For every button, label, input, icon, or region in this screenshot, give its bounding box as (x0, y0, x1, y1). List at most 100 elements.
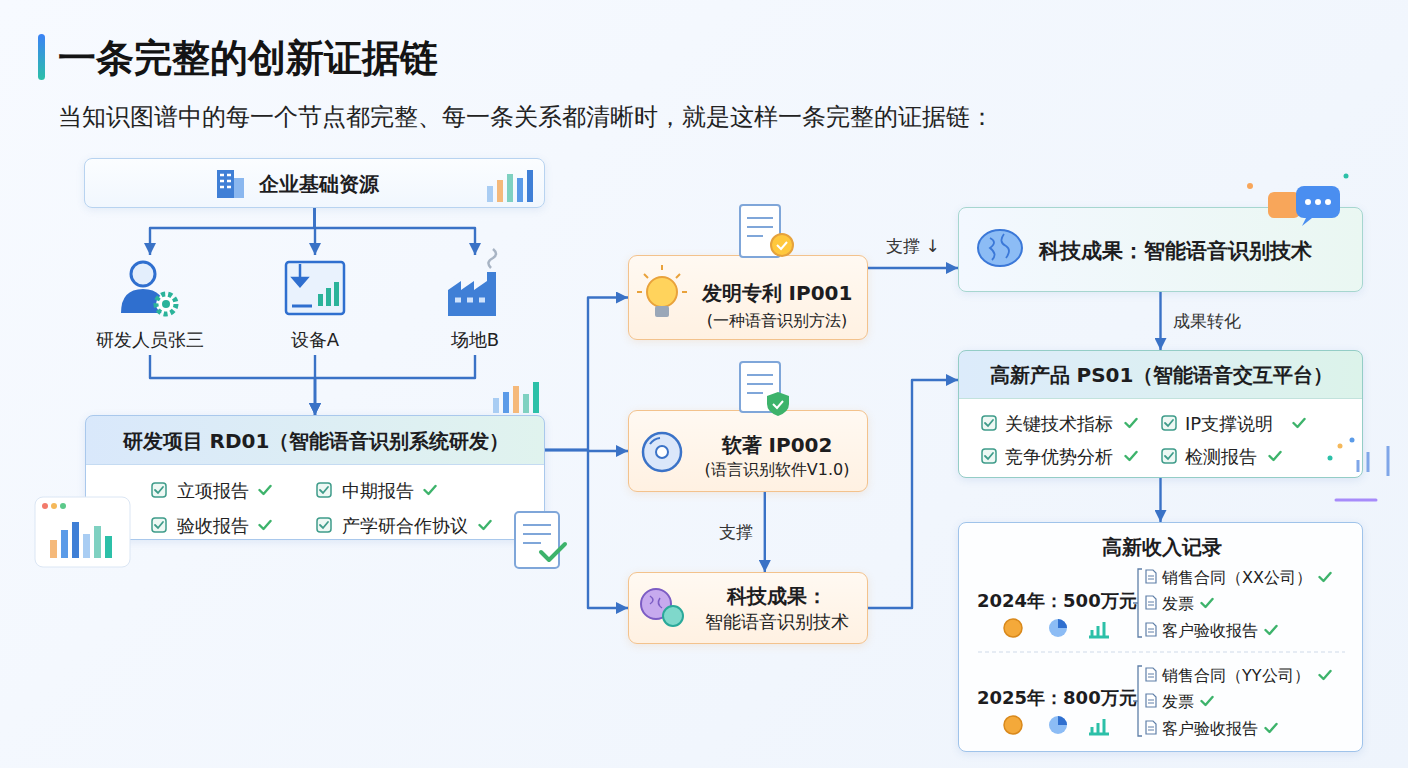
node-text: 立项报告 (177, 476, 277, 506)
connector-arrow (150, 208, 315, 255)
node-heading: 高新收入记录 (959, 532, 1364, 562)
deco-bar (61, 530, 68, 558)
connector-arrow (314, 355, 316, 415)
node-text: 销售合同（YY公司） (1162, 661, 1332, 691)
project-box: 研发项目 RD01（智能语音识别系统研发） 立项报告 中期报告验收报告 产学研合作协议 (85, 415, 545, 540)
factory-smoke (488, 249, 496, 268)
node-heading: 设备A (255, 325, 375, 355)
node-text: 发票 (1162, 589, 1332, 619)
page-title: 一条完整的创新证据链 (58, 34, 438, 82)
gear-hub (162, 300, 170, 308)
sparkle-dot (1247, 183, 1253, 189)
connector-arrow (545, 450, 628, 451)
connector-arrow (1159, 292, 1161, 350)
connector-arrow (150, 355, 315, 415)
node-text: IP支撑说明 (1185, 409, 1315, 439)
node-heading: 企业基础资源 (259, 169, 479, 199)
resource-icon-node: 研发人员张三 (90, 255, 210, 355)
equipment-bar (334, 282, 339, 306)
connector-arrow (868, 267, 958, 269)
document-icon (740, 362, 780, 412)
connector-arrow (1159, 478, 1161, 522)
deco-bar (523, 394, 529, 413)
seal-check (777, 242, 787, 249)
equipment-base (292, 305, 312, 308)
resource-icon-node: 设备A (255, 255, 375, 355)
chat-dot (1305, 199, 1311, 205)
node-text: (语言识别软件V1.0) (689, 455, 865, 485)
ip-box: 软著 IP002(语言识别软件V1.0) (628, 410, 868, 492)
node-text: 客户验收报告 (1162, 714, 1332, 744)
deco-lines (1336, 499, 1376, 502)
chat-dot (1315, 199, 1321, 205)
node-heading: 场地B (415, 325, 535, 355)
equipment-arm (293, 264, 307, 286)
deco-bar (533, 382, 539, 413)
node-text: 2025年：800万元 (977, 683, 1137, 713)
deco-bar (513, 386, 519, 413)
edge-label: 成果转化 (1173, 310, 1241, 332)
node-heading: 高新产品 PS01（智能语音交互平台） (959, 360, 1364, 390)
node-text: 客户验收报告 (1162, 616, 1332, 646)
connector-arrow (868, 380, 958, 608)
factory-icon (448, 272, 496, 316)
deco-bar (50, 540, 57, 558)
resource-box: 企业基础资源 (84, 158, 545, 208)
connector-arrow (545, 450, 628, 608)
connector-arrow (313, 208, 316, 255)
resource-icon-node: 场地B (415, 255, 535, 355)
node-text: 关键技术指标 (1005, 409, 1135, 439)
node-text: 检测报告 (1185, 442, 1315, 472)
document-check (541, 544, 565, 560)
product-box: 高新产品 PS01（智能语音交互平台） 关键技术指标 IP支撑说明竞争优势分析 检测报… (958, 350, 1363, 478)
node-text: 验收报告 (177, 511, 277, 541)
shield-check (773, 401, 783, 408)
node-text: 2024年：500万元 (977, 586, 1137, 616)
connector-arrow (315, 208, 476, 255)
node-heading: 软著 IP002 (689, 430, 865, 460)
deco-dot (51, 503, 57, 509)
deco-bar (493, 398, 499, 413)
node-text: 发票 (1162, 687, 1332, 717)
node-heading: 科技成果： (689, 581, 865, 611)
connector-arrow (764, 492, 766, 572)
deco-bar (503, 392, 509, 413)
node-text: 销售合同（XX公司） (1162, 563, 1332, 593)
document-icon (740, 205, 780, 257)
node-text: 竞争优势分析 (1005, 442, 1135, 472)
seal-badge (771, 234, 793, 256)
subtitle-text: 当知识图谱中的每一个节点都完整、每一条关系都清晰时，就是这样一条完整的证据链： (58, 102, 1378, 132)
chat-dot (1325, 199, 1331, 205)
title-accent (38, 34, 45, 80)
achievement-box: 科技成果：智能语音识别技术 (628, 572, 868, 644)
deco-dot (60, 503, 66, 509)
equipment-bar (318, 294, 323, 306)
node-heading: 研发人员张三 (80, 325, 220, 355)
node-heading: 科技成果：智能语音识别技术 (1039, 236, 1339, 266)
document-lines (747, 375, 773, 393)
achievement-box: 科技成果：智能语音识别技术 (958, 207, 1363, 292)
sparkle-dot (1344, 174, 1349, 179)
person-head (131, 262, 155, 286)
node-heading: 研发项目 RD01（智能语音识别系统研发） (86, 426, 546, 456)
ip-box: 发明专利 IP001(一种语音识别方法) (628, 255, 868, 340)
edge-label: 支撑 ↓ (886, 235, 940, 257)
equipment-icon (286, 262, 344, 314)
node-text: (一种语音识别方法) (689, 306, 865, 336)
connector-arrow (545, 298, 628, 451)
connector-arrow (315, 355, 475, 415)
node-heading: 发明专利 IP001 (689, 278, 865, 308)
edge-label: 支撑 (719, 521, 753, 543)
node-text: 智能语音识别技术 (689, 607, 865, 637)
person-body (121, 289, 165, 313)
factory-windows (455, 298, 485, 303)
node-text: 产学研合作协议 (342, 511, 492, 541)
deco-dot (42, 503, 48, 509)
equipment-bar (326, 288, 331, 306)
income-box: 高新收入记录2024年：500万元销售合同（XX公司）发票客户验收报告2025年… (958, 522, 1363, 752)
node-text: 中期报告 (342, 476, 442, 506)
gear-icon (156, 294, 176, 314)
deco-bar (72, 522, 79, 558)
document-lines (747, 218, 773, 236)
